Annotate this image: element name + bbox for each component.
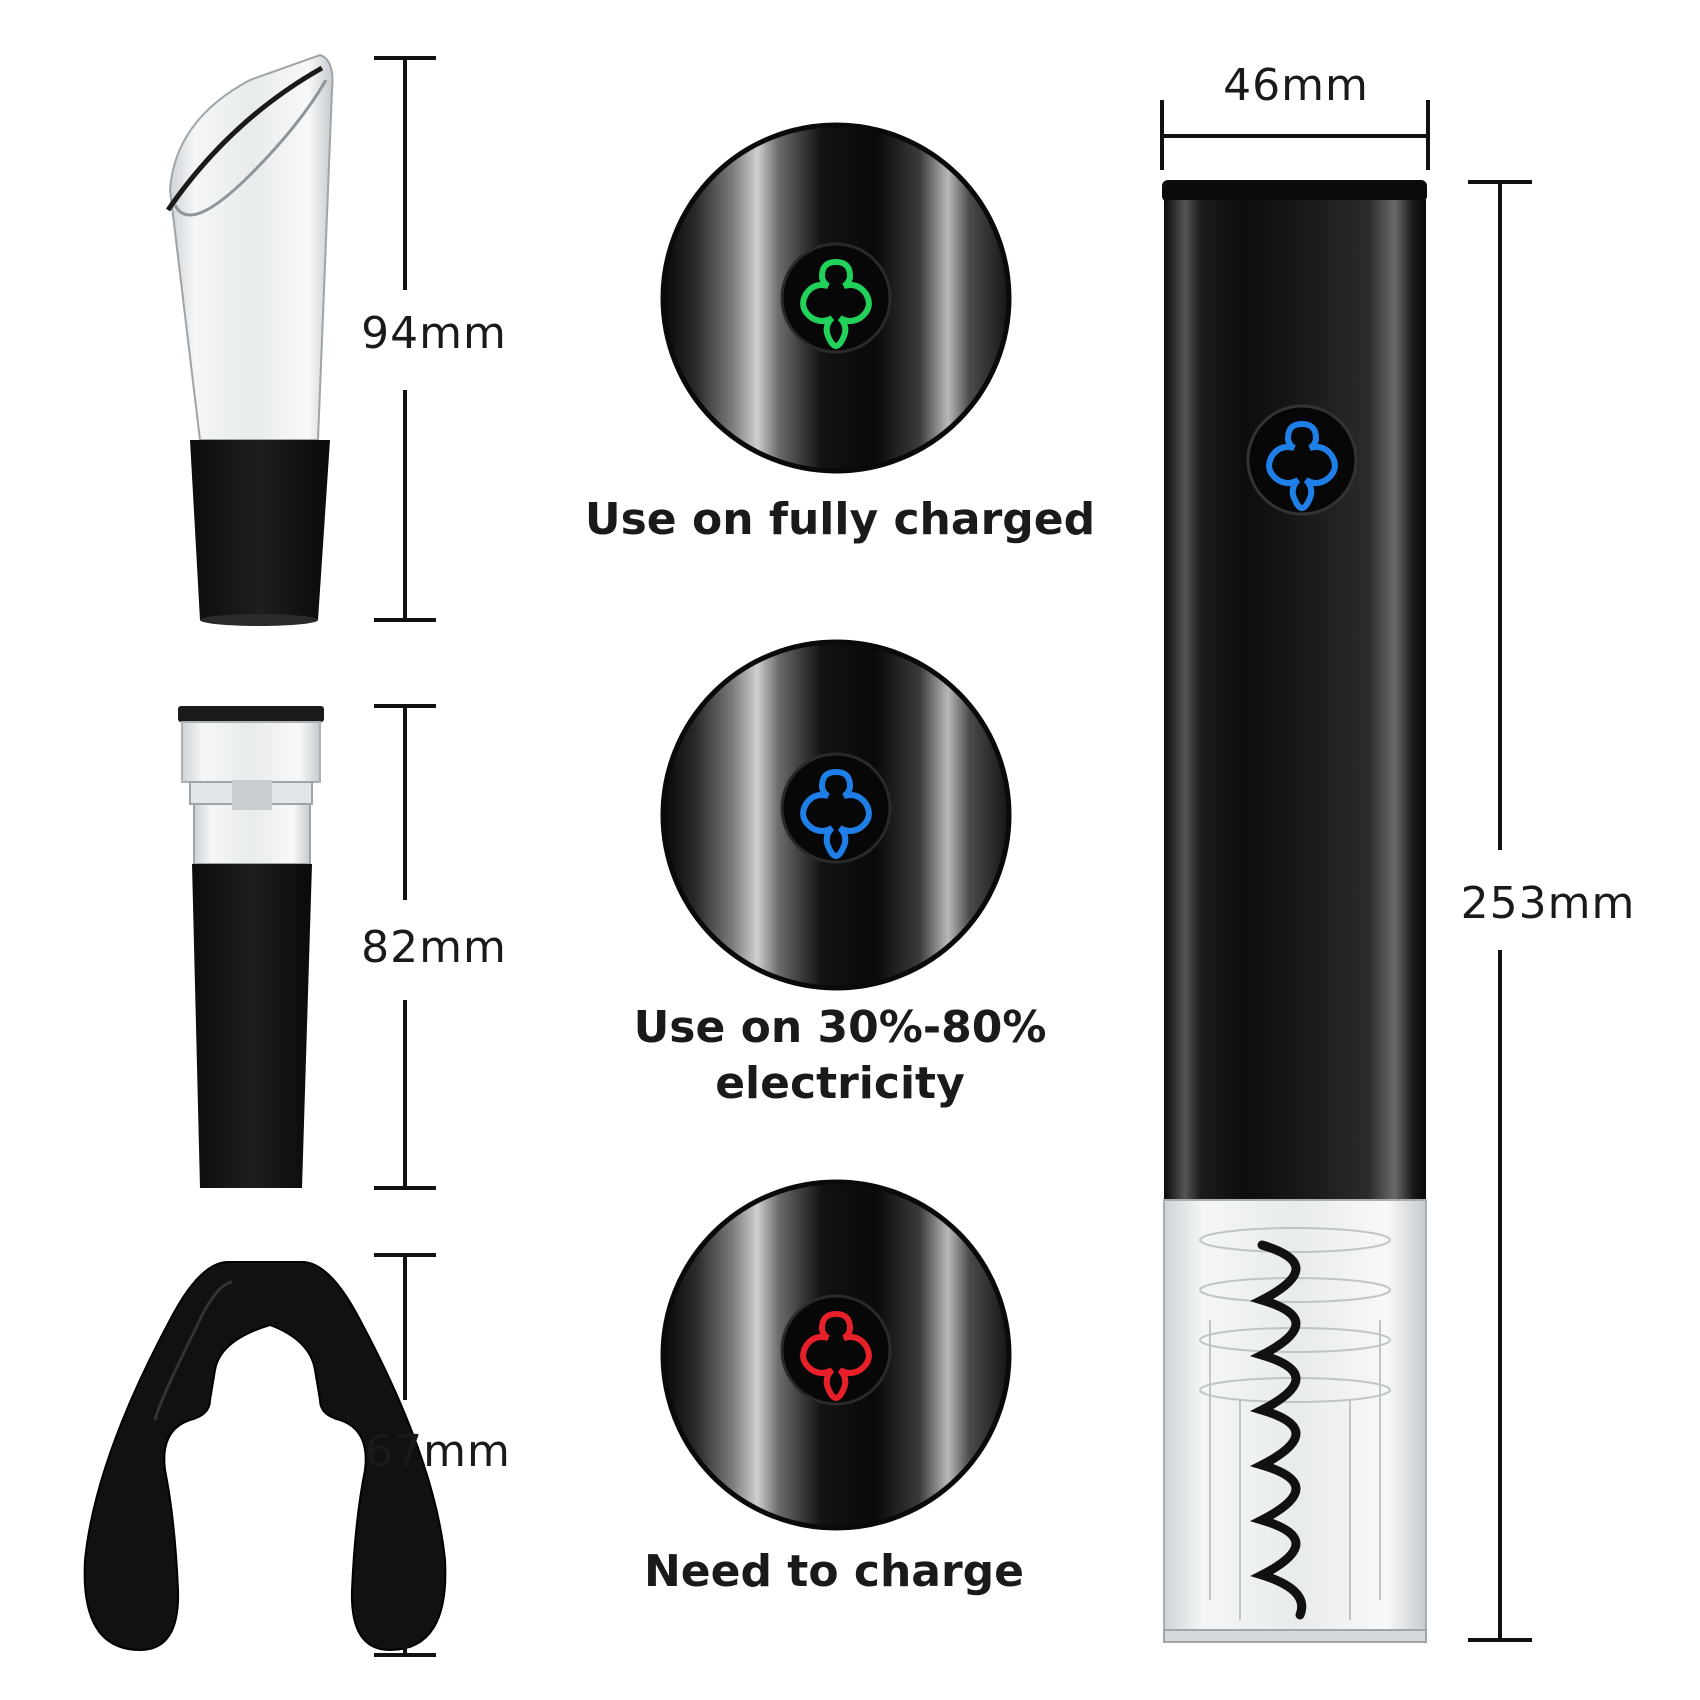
wine-pourer-icon bbox=[165, 53, 334, 626]
power-button-icon bbox=[780, 1294, 892, 1406]
power-button-icon bbox=[780, 752, 892, 864]
opener-width-label: 46mm bbox=[1223, 60, 1369, 111]
power-button-icon bbox=[780, 242, 892, 354]
indicator-caption-3: Need to charge bbox=[644, 1546, 1024, 1597]
stopper-height-label: 82mm bbox=[361, 922, 507, 973]
opener-width-marker: 46mm bbox=[1160, 60, 1430, 170]
pourer-height-label: 94mm bbox=[361, 308, 507, 359]
electric-wine-opener-icon bbox=[1162, 180, 1427, 1643]
indicator-zoom-low: Need to charge bbox=[644, 1179, 1024, 1597]
cutter-dimension-marker: 67mm bbox=[365, 1253, 511, 1657]
cutter-height-label: 67mm bbox=[365, 1426, 511, 1477]
pourer-dimension-marker: 94mm bbox=[361, 56, 507, 622]
opener-height-marker: 253mm bbox=[1461, 180, 1636, 1642]
indicator-caption-2a: Use on 30%-80% bbox=[634, 1002, 1047, 1053]
indicator-zoom-full: Use on fully charged bbox=[585, 122, 1095, 545]
stopper-dimension-marker: 82mm bbox=[361, 704, 507, 1190]
opener-height-label: 253mm bbox=[1461, 878, 1636, 929]
indicator-caption-2b: electricity bbox=[715, 1058, 965, 1109]
indicator-zoom-partial: Use on 30%-80% electricity bbox=[634, 639, 1047, 1109]
vacuum-stopper-icon bbox=[178, 706, 324, 1188]
indicator-caption-1: Use on fully charged bbox=[585, 494, 1095, 545]
foil-cutter-icon bbox=[83, 1261, 447, 1652]
power-button-icon bbox=[1246, 404, 1358, 516]
